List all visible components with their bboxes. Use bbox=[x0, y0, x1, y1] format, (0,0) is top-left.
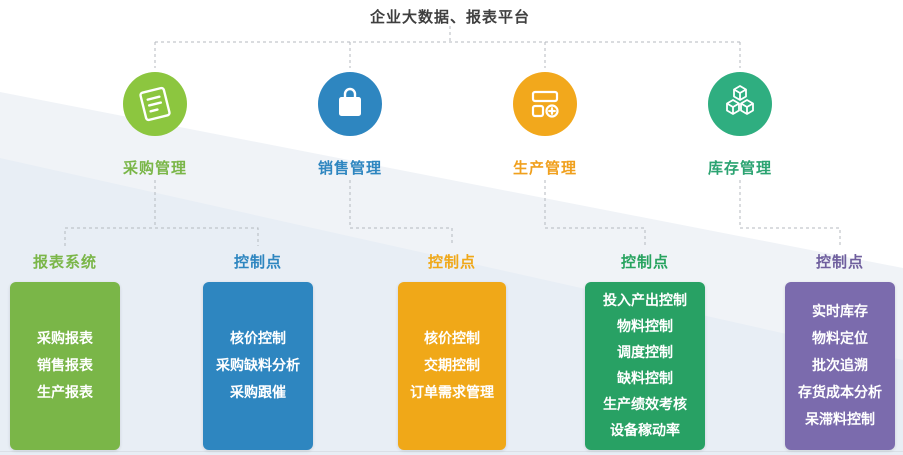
production-branch-connector bbox=[544, 180, 646, 246]
inventory-controls-box: 实时库存 物料定位 批次追溯 存货成本分析 呆滞料控制 bbox=[785, 282, 895, 450]
purchase-branch-connector bbox=[64, 180, 259, 246]
group-header-report-system: 报表系统 bbox=[32, 253, 97, 271]
list-item: 生产绩效考核 bbox=[603, 397, 687, 413]
report-system-box: 采购报表 销售报表 生产报表 bbox=[10, 282, 120, 450]
list-item: 采购缺料分析 bbox=[216, 357, 300, 374]
list-item: 采购报表 bbox=[37, 330, 93, 347]
module-label-inventory: 库存管理 bbox=[707, 159, 772, 177]
group-header-purchase-controls: 控制点 bbox=[233, 253, 282, 271]
production-controls-box: 投入产出控制 物料控制 调度控制 缺料控制 生产绩效考核 设备稼动率 bbox=[585, 282, 705, 450]
list-item: 交期控制 bbox=[424, 357, 480, 374]
production-icon-badge bbox=[513, 72, 577, 136]
list-item: 物料定位 bbox=[812, 330, 868, 347]
list-item: 批次追溯 bbox=[812, 357, 868, 374]
list-item: 销售报表 bbox=[37, 357, 93, 374]
sales-branch-connector bbox=[349, 180, 453, 246]
page-title: 企业大数据、报表平台 bbox=[369, 8, 530, 26]
list-item: 核价控制 bbox=[424, 330, 480, 347]
list-item: 设备稼动率 bbox=[610, 423, 680, 439]
module-label-purchase: 采购管理 bbox=[122, 159, 187, 177]
shopping-bag-icon bbox=[339, 87, 361, 116]
purchase-controls-box: 核价控制 采购缺料分析 采购跟催 bbox=[203, 282, 313, 450]
module-label-production: 生产管理 bbox=[512, 159, 577, 177]
group-header-inventory-controls: 控制点 bbox=[815, 253, 864, 271]
list-item: 调度控制 bbox=[617, 345, 673, 361]
list-item: 订单需求管理 bbox=[410, 384, 494, 401]
module-label-sales: 销售管理 bbox=[317, 159, 382, 177]
list-item: 采购跟催 bbox=[230, 384, 286, 401]
cubes-icon bbox=[726, 85, 754, 115]
notebook-icon bbox=[139, 86, 171, 122]
list-item: 投入产出控制 bbox=[603, 293, 687, 309]
inventory-branch-connector bbox=[739, 180, 841, 246]
top-tree-connector bbox=[154, 26, 741, 68]
purchase-icon-badge bbox=[123, 72, 187, 136]
list-item: 实时库存 bbox=[812, 303, 868, 320]
group-header-production-controls: 控制点 bbox=[620, 253, 669, 271]
calculator-icon bbox=[531, 90, 559, 118]
inventory-icon-badge bbox=[708, 72, 772, 136]
list-item: 呆滞料控制 bbox=[805, 411, 875, 428]
list-item: 核价控制 bbox=[230, 330, 286, 347]
list-item: 物料控制 bbox=[617, 319, 673, 335]
list-item: 生产报表 bbox=[37, 384, 93, 401]
sales-controls-box: 核价控制 交期控制 订单需求管理 bbox=[398, 282, 506, 450]
list-item: 缺料控制 bbox=[617, 371, 673, 387]
sales-icon-badge bbox=[318, 72, 382, 136]
list-item: 存货成本分析 bbox=[798, 384, 882, 401]
group-header-sales-controls: 控制点 bbox=[427, 253, 476, 271]
